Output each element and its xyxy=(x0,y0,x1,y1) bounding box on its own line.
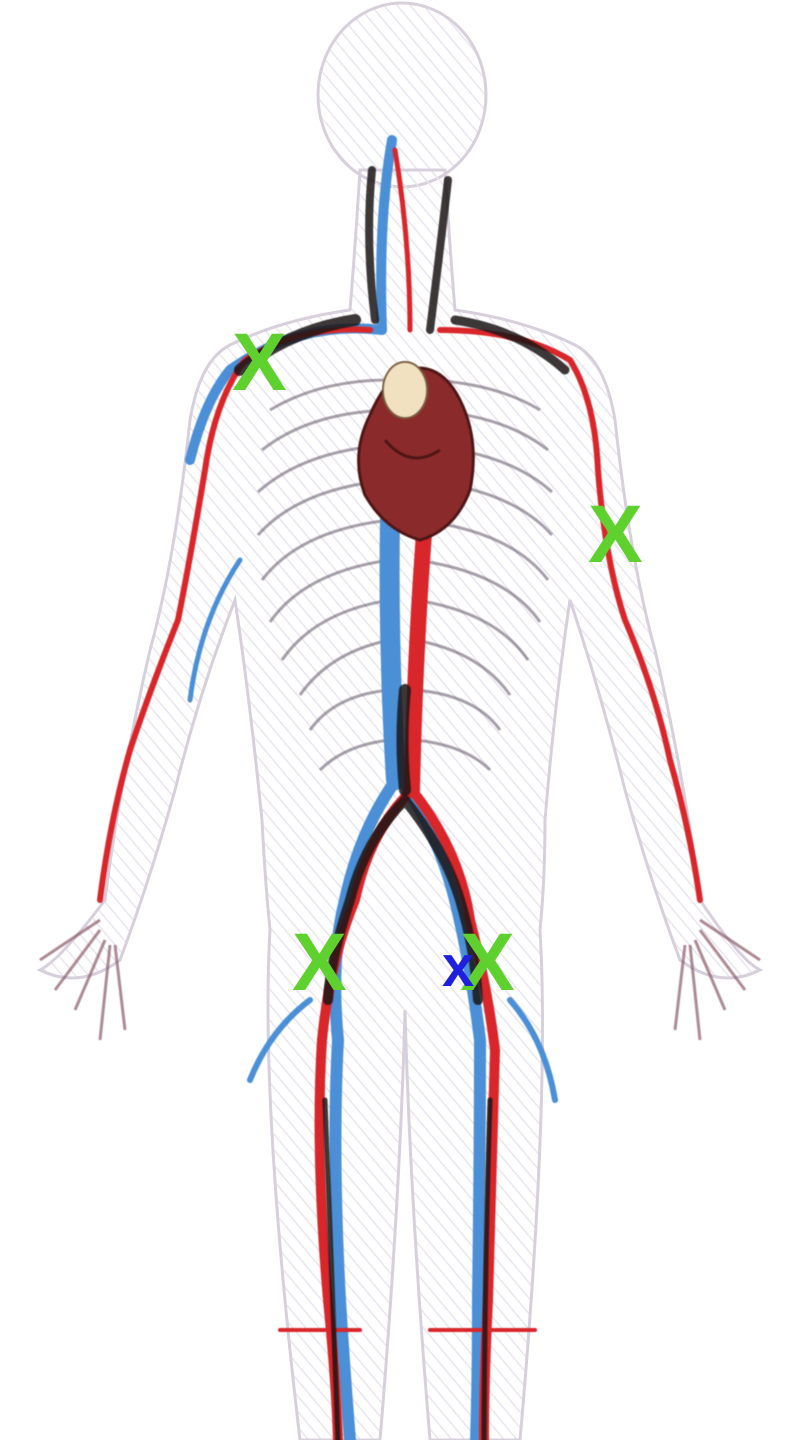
marker-x-left-arm: X xyxy=(588,494,643,576)
head-outline xyxy=(318,3,486,187)
marker-x-small-blue: x xyxy=(442,938,474,996)
marker-x-right-shoulder: X xyxy=(232,322,287,404)
marker-x-right-groin: X xyxy=(292,922,347,1004)
